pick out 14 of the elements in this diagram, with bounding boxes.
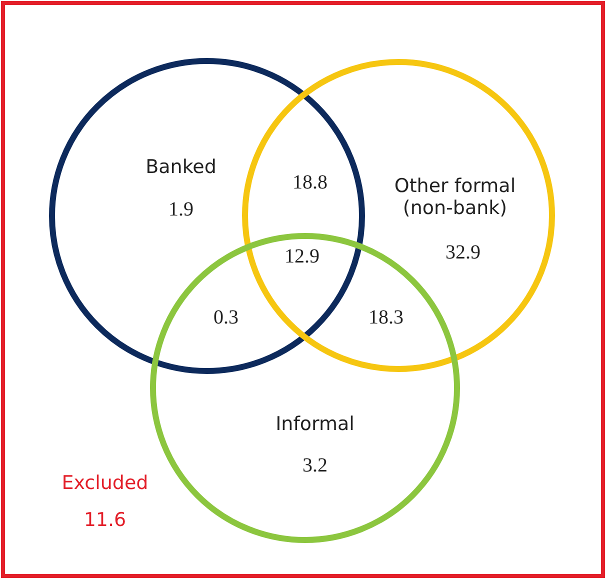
- venn-circle: [242, 59, 555, 372]
- set-label: Excluded: [62, 472, 148, 494]
- overlap-value: 18.3: [368, 306, 404, 330]
- overlap-value: 18.8: [292, 172, 328, 194]
- set-label: Banked: [146, 156, 216, 178]
- set-value: 3.2: [302, 454, 328, 478]
- overlap-value: 0.3: [214, 306, 238, 330]
- set-value: 32.9: [446, 242, 480, 264]
- set-value: 11.6: [84, 509, 126, 531]
- venn-circle: [49, 58, 365, 374]
- set-label: Other formal (non-bank): [393, 175, 517, 219]
- overlap-value: 12.9: [284, 246, 320, 268]
- set-label: Informal: [276, 413, 354, 435]
- set-value: 1.9: [168, 198, 194, 222]
